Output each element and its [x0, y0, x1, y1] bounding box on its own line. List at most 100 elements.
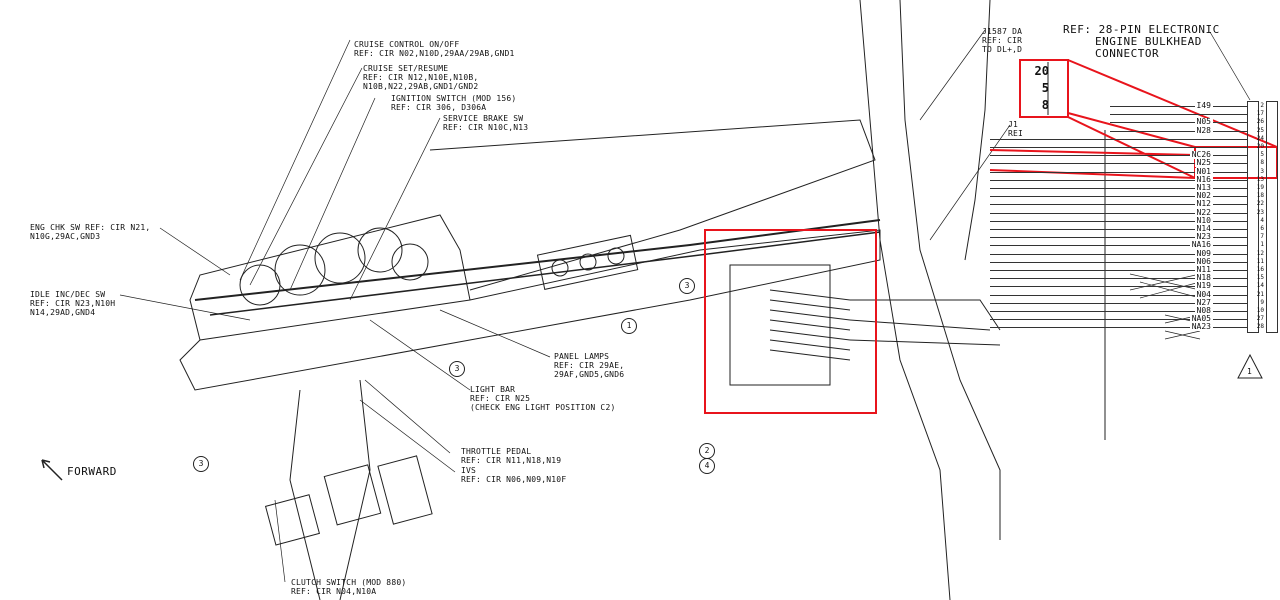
- callout-line: REF: 28-PIN ELECTRONIC: [1063, 23, 1220, 36]
- circuit-name: N09: [1194, 248, 1213, 258]
- callout-line: REF: CIR: [982, 36, 1023, 45]
- pin-number: 19: [1256, 184, 1264, 191]
- callout-title: PANEL LAMPS: [554, 352, 610, 361]
- callout-ref: REF: CIR 306, D306A: [391, 103, 487, 112]
- circuit-name: N18: [1194, 273, 1213, 283]
- connector-row: N28 25: [990, 125, 1278, 135]
- callout-line: CONNECTOR: [1095, 47, 1160, 60]
- revision-triangle-number: 1: [1247, 367, 1253, 376]
- wire-line: [990, 163, 1248, 165]
- eng-chk-callout: ENG CHK SW REF: CIR N21,N10G,29AC,GND3: [30, 223, 150, 241]
- connector-row: N09 12: [990, 248, 1278, 258]
- circuit-name: N14: [1194, 224, 1213, 233]
- callout-title: CRUISE SET/RESUME: [363, 64, 449, 73]
- callout-ref: (CHECK ENG LIGHT POSITION C2): [470, 403, 616, 412]
- circuit-name: N28: [1194, 125, 1213, 135]
- circuit-name: NA05: [1189, 314, 1213, 324]
- forward-arrow-icon: [41, 459, 63, 481]
- pin-number: 11: [1256, 257, 1264, 265]
- j1587-pin: 20: [1034, 64, 1049, 78]
- pin-number: 20: [1256, 143, 1264, 150]
- item-number-3: 3: [679, 278, 695, 294]
- item-number-3: 3: [193, 456, 209, 472]
- pin-number: 22: [1256, 200, 1264, 208]
- connector-socket-housing: [1266, 101, 1278, 333]
- wire-line: [1110, 130, 1248, 132]
- callout-title: THROTTLE PEDAL: [461, 447, 532, 456]
- wire-line: [990, 179, 1248, 181]
- callout-title: CRUISE CONTROL ON/OFF: [354, 40, 460, 49]
- clutch-callout: CLUTCH SWITCH (MOD 880)REF: CIR N04,N10A: [291, 578, 406, 596]
- wire-line: [990, 220, 1248, 222]
- connector-row: N27 9: [990, 297, 1278, 307]
- callout-line: ENGINE BULKHEAD: [1095, 35, 1202, 48]
- wire-line: [990, 302, 1248, 304]
- callout-ref: REF: CIR N02,N10D,29AA/29AB,GND1: [354, 49, 515, 58]
- pin-number: 16: [1256, 266, 1264, 273]
- pin-number: 27: [1256, 315, 1264, 323]
- wire-line: [990, 286, 1248, 288]
- callout-title: IGNITION SWITCH (MOD 156): [391, 94, 517, 103]
- pin-number: 9: [1260, 298, 1264, 306]
- circuit-name: N23: [1194, 232, 1213, 242]
- pin-number: 2: [1260, 102, 1264, 109]
- callout-ref: 29AF,GND5,GND6: [554, 370, 625, 379]
- callout-ref: REF: CIR N11,N18,N19: [461, 456, 562, 465]
- pin-number: 12: [1256, 249, 1264, 257]
- pin-number: 7: [1260, 233, 1264, 241]
- callout-ref: N10B,N22,29AB,GND1/GND2: [363, 82, 479, 91]
- callout-ref: REF: CIR 29AE,: [554, 361, 625, 370]
- callout-ref: REF: CIR N10C,N13: [443, 123, 529, 132]
- wire-line: [990, 245, 1248, 247]
- dashboard-outline: [179, 229, 881, 391]
- connector-row: 20: [990, 143, 1278, 151]
- callout-ref: REF: CIR N04,N10A: [291, 587, 377, 596]
- circuit-name: N05: [1194, 117, 1213, 127]
- revision-triangle-icon: [1237, 353, 1263, 379]
- circuit-name: N12: [1194, 199, 1213, 209]
- pin-number: 23: [1256, 208, 1264, 216]
- callout-ref: N14,29AD,GND4: [30, 308, 96, 317]
- j1587-pin: 8: [1041, 98, 1049, 112]
- wire-line: [990, 138, 1248, 140]
- pin-number: 25: [1256, 126, 1264, 134]
- item-number-3: 3: [449, 361, 465, 377]
- connector-row: 17: [990, 110, 1278, 118]
- circuit-name: N04: [1194, 289, 1213, 299]
- callout-ref: N10G,29AC,GND3: [30, 232, 101, 241]
- callout-ref: REF: CIR N25: [470, 394, 531, 403]
- wire-line: [990, 311, 1248, 312]
- circuit-name: N27: [1194, 297, 1213, 307]
- wire-line: [990, 278, 1248, 280]
- callout-title: IDLE INC/DEC SW: [30, 290, 106, 299]
- callout-ref: REF: CIR N23,N10H: [30, 299, 116, 308]
- callout-line: REI: [1008, 129, 1024, 138]
- connector-row: NA05 27: [990, 314, 1278, 324]
- item-number-2: 2: [699, 443, 715, 459]
- wire-line: [990, 319, 1248, 321]
- pin-number: 14: [1256, 282, 1264, 290]
- wire-line: [990, 212, 1248, 214]
- pin-number: 1: [1260, 241, 1264, 249]
- item-number-4: 4: [699, 458, 715, 474]
- pin-number: 17: [1256, 110, 1264, 118]
- callout-line: J1587 DA: [982, 27, 1023, 36]
